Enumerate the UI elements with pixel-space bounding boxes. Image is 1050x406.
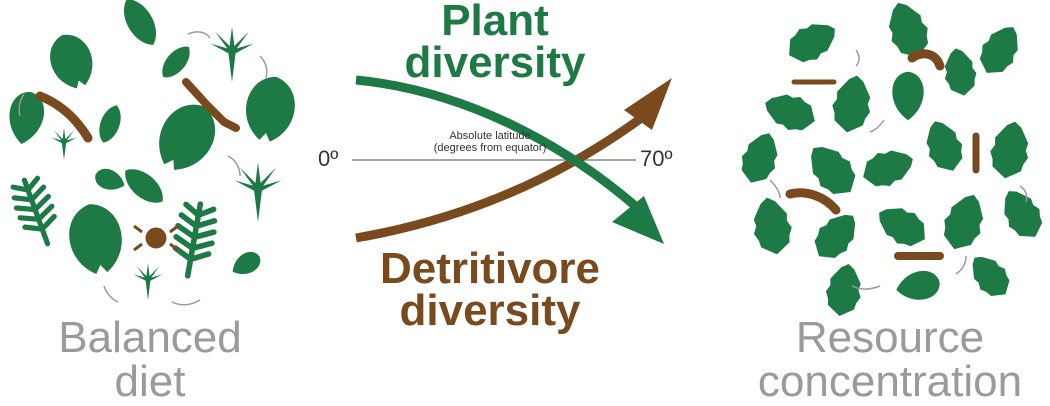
- balanced-diet-caption-line1: Balanced: [58, 313, 242, 362]
- millipede-icon: [35, 91, 93, 143]
- detritivore-diversity-label-line2: diversity: [399, 286, 581, 335]
- crab-icon: [145, 227, 167, 249]
- resource-concentration-caption-line2: concentration: [757, 357, 1023, 406]
- axis-title-line1: Absolute latitude: [449, 130, 531, 142]
- balanced-diet-cycle-arrows: [18, 31, 268, 306]
- plant-diversity-label-line1: Plant: [441, 0, 549, 45]
- detritivore-diversity-label-line1: Detritivore: [379, 244, 601, 293]
- axis-title: Absolute latitude (degrees from equator): [390, 130, 590, 154]
- detritivore-diversity-label: Detritivore diversity: [340, 244, 640, 335]
- axis-min-label: 0º: [318, 146, 339, 171]
- plant-diversity-label: Plant diversity: [380, 0, 610, 87]
- crayfish-icon: [182, 78, 240, 132]
- balanced-diet-leaf-cluster: [4, 0, 302, 300]
- isopod-icon: [907, 49, 945, 71]
- balanced-diet-caption: Balanced diet: [20, 316, 280, 404]
- balanced-diet-caption-line2: diet: [114, 357, 186, 406]
- balanced-diet-detritivores: [35, 78, 240, 252]
- resource-concentration-detritivores: [785, 49, 980, 260]
- millipede-icon: [785, 188, 841, 215]
- axis-title-line2: (degrees from equator): [433, 142, 547, 154]
- resource-concentration-caption: Resource concentration: [740, 316, 1040, 404]
- detritivore-diversity-curve: [355, 78, 672, 243]
- resource-concentration-cycle-arrows: [769, 49, 1028, 290]
- plant-diversity-label-line2: diversity: [404, 38, 586, 87]
- resource-concentration-caption-line1: Resource: [795, 313, 985, 362]
- resource-concentration-leaf-cluster: [734, 0, 1050, 320]
- plant-diversity-curve: [355, 75, 664, 244]
- axis-max-label: 70º: [640, 146, 673, 171]
